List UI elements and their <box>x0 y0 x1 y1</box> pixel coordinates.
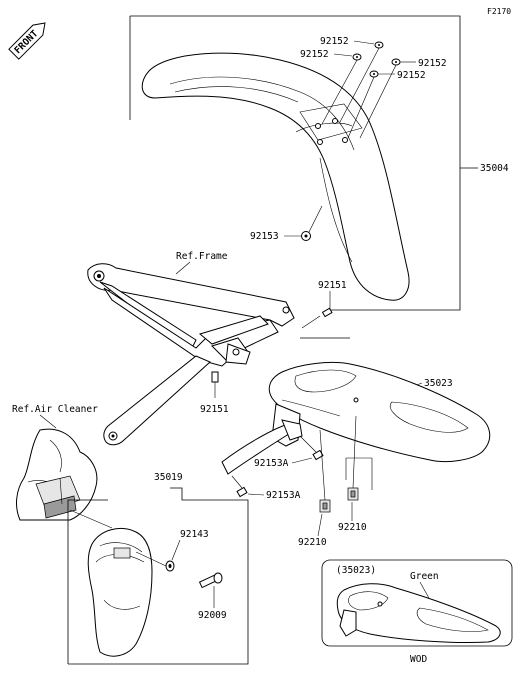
screw-92009 <box>198 572 223 589</box>
part-92152-b: 92152 <box>300 49 329 60</box>
part-92143: 92143 <box>180 529 209 540</box>
part-92152-c: 92152 <box>418 58 447 69</box>
part-35023: 35023 <box>424 378 453 389</box>
ref-frame-label: Ref.Frame <box>176 251 228 262</box>
part-92151-a: 92151 <box>318 280 347 291</box>
inset-rear-fender <box>336 583 501 644</box>
bolt-92153 <box>301 205 323 241</box>
part-92151-b: 92151 <box>200 404 229 415</box>
air-cleaner-box <box>16 428 98 521</box>
bolt-92153A-upper <box>299 435 324 461</box>
figure-code: F2170 <box>487 7 511 16</box>
part-35019: 35019 <box>154 472 183 483</box>
mud-flap <box>87 528 153 657</box>
inset-caption: WOD <box>410 654 427 665</box>
collar-92143 <box>135 551 175 572</box>
inset-part-label: (35023) <box>336 565 376 576</box>
part-92009: 92009 <box>198 610 227 621</box>
part-92153A-a: 92153A <box>254 458 289 469</box>
rear-fender <box>221 361 491 475</box>
part-92210-b: 92210 <box>298 537 327 548</box>
washer-92152-group <box>321 41 401 139</box>
clip-92210-group <box>319 415 359 513</box>
part-92153A-b: 92153A <box>266 490 301 501</box>
front-fender-frame <box>130 15 461 311</box>
bolt-92151-upper <box>301 307 333 329</box>
part-35004: 35004 <box>480 163 509 174</box>
part-92153: 92153 <box>250 231 279 242</box>
part-92210-a: 92210 <box>338 522 367 533</box>
bolt-92151-lower <box>211 371 219 398</box>
part-92152-d: 92152 <box>397 70 426 81</box>
ref-air-cleaner-label: Ref.Air Cleaner <box>12 404 98 415</box>
bolt-92153A-lower <box>231 475 248 498</box>
wod-inset-frame <box>321 559 513 647</box>
inset-color-label: Green <box>410 571 439 582</box>
part-92152-a: 92152 <box>320 36 349 47</box>
front-badge: FRONT <box>8 22 46 60</box>
front-fender <box>141 52 410 301</box>
rear-frame <box>87 263 295 446</box>
